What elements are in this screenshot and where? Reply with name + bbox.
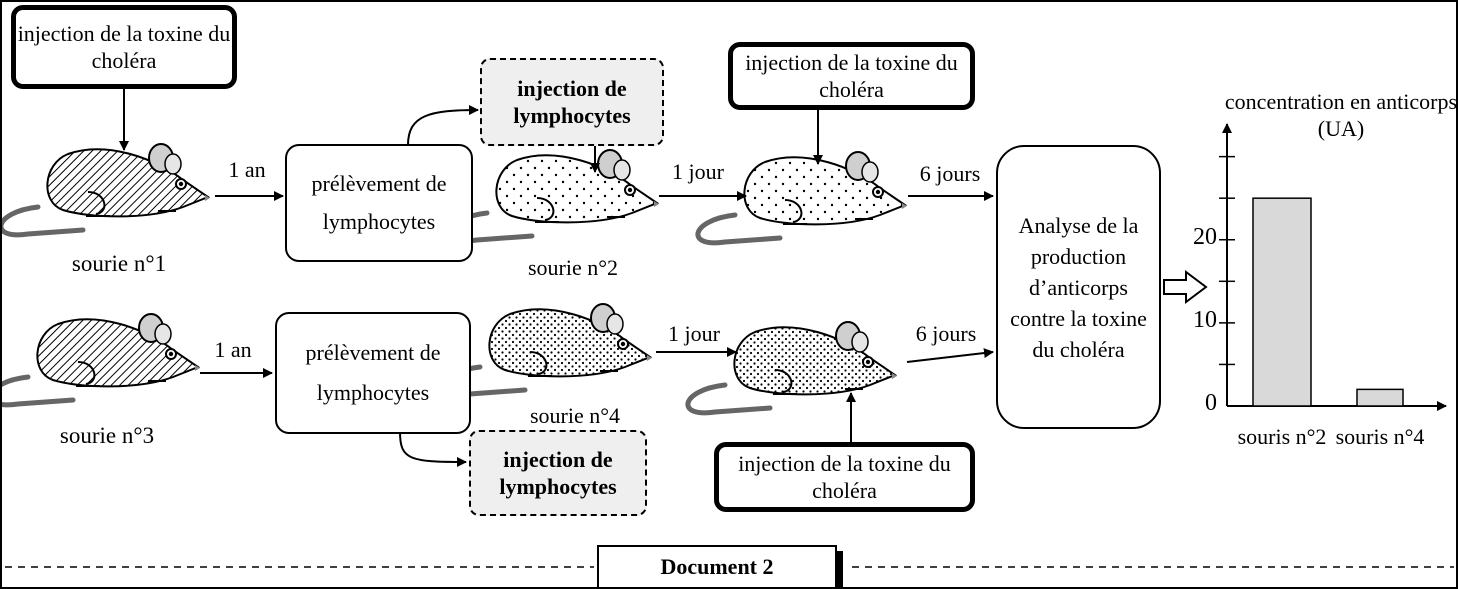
antibody-bar-chart — [1219, 123, 1447, 411]
y-tick-label: 10 — [1193, 306, 1217, 333]
mouse-3-drawing — [0, 314, 200, 405]
mouse-1-label: sourie n°1 — [71, 251, 167, 276]
analysis-to-chart-arrow — [1163, 270, 1208, 304]
toxin-injection-label: injection de la toxine du choléra — [745, 50, 958, 102]
antibody-analysis-box: Analyse de la production d’anticorps con… — [996, 145, 1161, 429]
bar-1 — [1252, 197, 1312, 407]
lymphocyte-injection-box-top: injection de lymphocytes — [480, 58, 664, 146]
mouse-3-label: sourie n°3 — [59, 423, 155, 448]
lymphocyte-sampling-box-top: prélèvement de lymphocytes — [285, 144, 473, 262]
lymphocyte-sampling-box-bottom: prélèvement de lymphocytes — [275, 312, 471, 434]
toxin-injection-label: injection de la toxine du choléra — [17, 21, 231, 73]
arrow-days-bottom — [906, 348, 994, 363]
arrow-label-days-bottom: 6 jours — [915, 321, 977, 346]
toxin-injection-box-top-left: injection de la toxine du choléra — [11, 5, 237, 89]
lymphocyte-injection-box-bottom: injection de lymphocytes — [469, 430, 647, 516]
sampling-label: prélèvement de lymphocytes — [311, 171, 447, 234]
document-title: Document 2 — [597, 545, 843, 589]
y-tick-label: 20 — [1193, 223, 1217, 250]
toxin-injection-box-top-mid: injection de la toxine du choléra — [728, 42, 975, 110]
arrow-label-day-bottom: 1 jour — [668, 321, 720, 346]
mouse-1-drawing — [1, 144, 210, 235]
x-category-label: souris n°4 — [1335, 424, 1425, 449]
mouse-4-drawing — [443, 304, 652, 395]
sampling-label: prélèvement de lymphocytes — [305, 340, 441, 405]
toxin-injection-label: injection de la toxine du choléra — [738, 451, 951, 503]
analysis-label: Analyse de la production d’anticorps con… — [1010, 212, 1147, 362]
y-tick-label: 0 — [1205, 390, 1217, 416]
arrow-label-year-bottom: 1 an — [214, 337, 252, 362]
lymphocyte-injection-label: injection de lymphocytes — [513, 76, 631, 128]
lymphocyte-injection-label: injection de lymphocytes — [499, 447, 617, 499]
arrow-to-lymph-injection-top — [407, 105, 479, 146]
bar-2 — [1356, 388, 1404, 407]
arrow-label-days-top: 6 jours — [919, 161, 981, 186]
mouse-2-drawing — [450, 150, 659, 241]
mouse-2-label: sourie n°2 — [527, 255, 619, 280]
arrow-label-day-top: 1 jour — [672, 159, 724, 184]
arrow-label-year-top: 1 an — [228, 157, 266, 182]
arrow-to-lymph-injection-bottom — [399, 431, 467, 467]
x-category-label: souris n°2 — [1237, 424, 1327, 449]
arrows — [119, 88, 994, 467]
chart-y-axis-label: concentration en anticorps (UA) — [1224, 89, 1458, 141]
toxin-injection-box-bottom: injection de la toxine du choléra — [714, 442, 975, 512]
mouse-4-label: sourie n°4 — [529, 403, 621, 428]
document-title-text: Document 2 — [597, 545, 837, 589]
